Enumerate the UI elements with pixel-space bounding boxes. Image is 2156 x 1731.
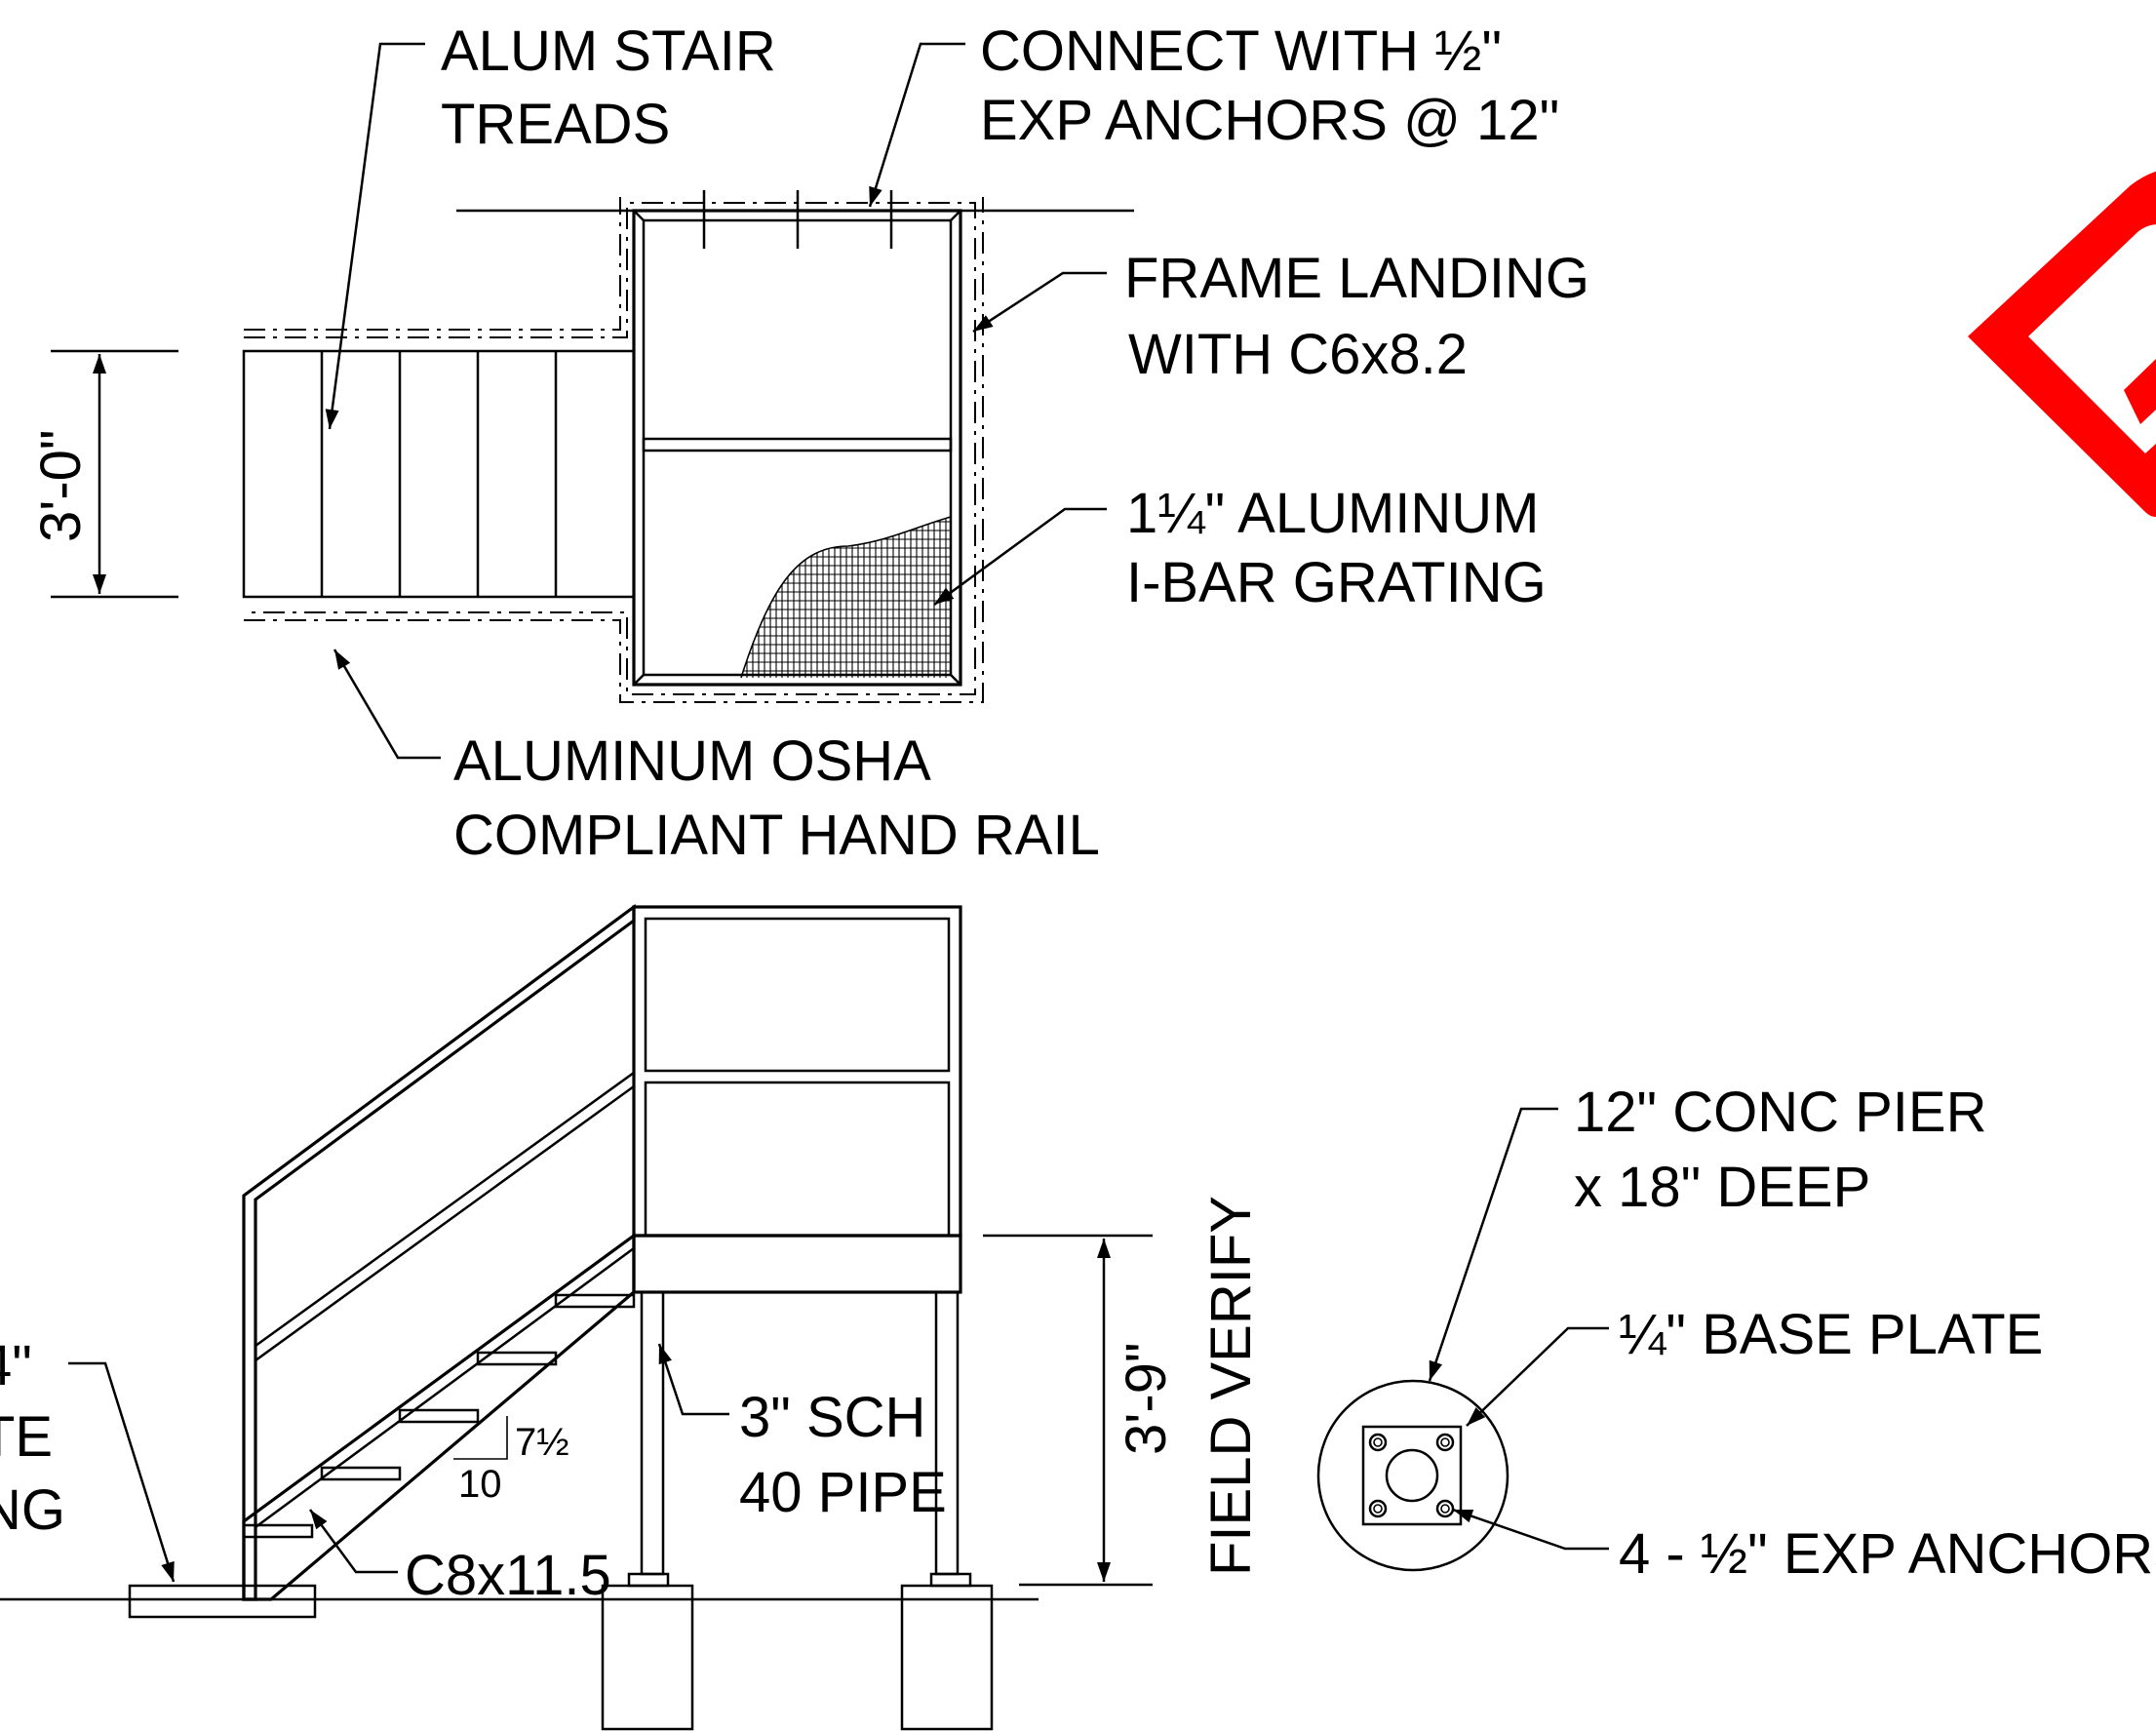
pier-circle [1316,1379,1509,1572]
concrete-pier [601,1584,694,1731]
label-grating-1: 1¼" ALUMINUM [1126,482,1539,545]
pipe-post [934,1290,960,1576]
elev-tread [320,1466,402,1481]
leader-anchors [868,42,965,208]
label-grating-2: I-BAR GRATING [1126,551,1547,614]
pipe-post [640,1290,665,1576]
label-pad-3: NG [0,1478,65,1542]
label-anchors-2: EXP ANCHORS @ 12" [980,89,1559,152]
label-frame-2: WITH C6x8.2 [1128,323,1468,386]
concrete-pier [900,1584,994,1731]
landing-beam [642,437,953,452]
leader-stringer [308,1509,398,1574]
label-pad-2: TE [0,1405,53,1469]
elevation-view: 7½ 10 4" TE NG C8x11.5 3" SCH 40 PIPE 3'… [0,903,1263,1731]
leader-plate [1466,1326,1609,1427]
base-plate-plan [1361,1425,1463,1526]
slope-run: 10 [458,1463,502,1506]
label-frame-1: FRAME LANDING [1124,247,1589,310]
elev-tread [476,1351,558,1366]
leader-pad [68,1361,176,1583]
pier-detail: 12" CONC PIER x 18" DEEP ¼" BASE PLATE 4… [1316,1081,2156,1586]
concrete-pad [128,1584,317,1619]
stair-stringer [242,1232,636,1601]
stair-handrail [242,903,636,1601]
handrail-outline [244,197,984,703]
elev-tread [554,1293,636,1309]
leader-pipe [657,1343,729,1416]
leader-pier [1428,1107,1558,1382]
anchor-bolts [1368,1433,1455,1518]
slope-triangle [453,1416,508,1460]
handrail-outline [244,197,621,331]
stringer-flange [255,1246,635,1529]
elev-tread [398,1408,480,1424]
label-pad-1: 4" [0,1334,32,1397]
label-pipe-2: 40 PIPE [739,1461,947,1524]
elev-tread [242,1523,314,1539]
leader-handrail [333,649,441,760]
label-handrail-1: ALUMINUM OSHA [453,729,931,793]
grating-break-line [740,516,952,679]
base-plate [929,1572,972,1588]
plan-view: ALUM STAIR TREADS CONNECT WITH ½" EXP AN… [29,20,1589,867]
stamp-letter-fragment [2124,359,2156,424]
guardrail-panel [644,917,951,1073]
stair-midrail [254,1070,636,1363]
pipe-plan [1385,1448,1439,1503]
label-anchors-1: CONNECT WITH ½" [980,20,1502,83]
stair-treads [242,349,636,599]
leader-frame [972,271,1107,334]
label-pipe-1: 3" SCH [739,1386,925,1449]
label-anchors-pier: 4 - ½" EXP ANCHORS [1619,1522,2156,1586]
leader-anchors-pier [1452,1508,1609,1551]
label-treads-1: ALUM STAIR [441,20,776,83]
landing-frame [632,209,962,687]
label-treads-2: TREADS [441,93,670,156]
slope-rise: 7½ [515,1421,569,1464]
label-handrail-2: COMPLIANT HAND RAIL [453,804,1100,867]
handrail-outline [244,202,976,695]
landing-beam-elev [632,1234,962,1294]
leader-treads [325,42,425,430]
red-stamp [1968,171,2156,517]
leader-grating [933,507,1107,607]
dim-width: 3'-0" [29,430,93,543]
guardrail-panel [644,1081,951,1238]
label-plate: ¼" BASE PLATE [1619,1303,2043,1366]
dim-height: 3'-9" [1115,1343,1178,1456]
label-stringer: C8x11.5 [405,1544,611,1607]
grating-hatch [741,517,951,678]
stamp-outline-shape [1968,171,2156,517]
label-pier-1: 12" CONC PIER [1574,1081,1986,1144]
label-pier-2: x 18" DEEP [1574,1156,1870,1219]
base-plate [627,1572,670,1588]
field-verify-note: FIELD VERIFY [1199,1196,1263,1576]
